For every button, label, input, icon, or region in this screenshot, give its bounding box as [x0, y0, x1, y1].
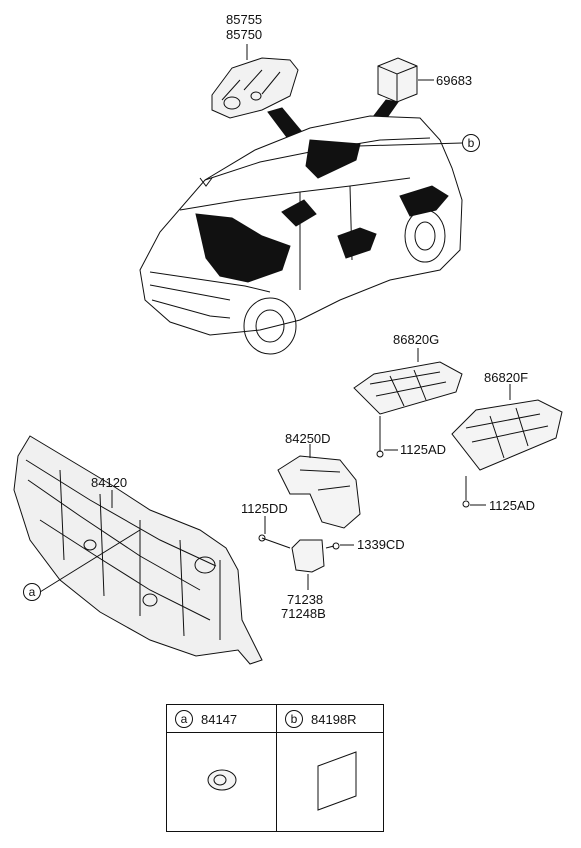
label-86820F: 86820F: [484, 370, 529, 385]
fastener-84147-shape: [207, 769, 237, 791]
label-71248B: 71248B: [281, 606, 326, 621]
label-1125DD: 1125DD: [241, 501, 288, 516]
label-1339CD: 1339CD: [357, 537, 405, 552]
legend-part-84198R: 84198R: [311, 712, 357, 727]
label-86820G: 86820G: [393, 332, 440, 347]
legend-table: a 84147 b 84198R: [166, 704, 384, 832]
legend-column-a: a 84147: [167, 705, 277, 831]
pad-84198R-shape: [317, 751, 357, 811]
label-71238: 71238: [287, 592, 324, 607]
vehicle-outline: [139, 115, 463, 355]
callout-b: b: [462, 134, 480, 152]
legend-header-a: a 84147: [167, 705, 276, 733]
pad-84250D-shape: [277, 455, 361, 529]
insulator-85755-shape: [211, 57, 299, 119]
label-84250D: 84250D: [285, 431, 331, 446]
label-69683: 69683: [436, 73, 473, 88]
legend-header-b: b 84198R: [277, 705, 383, 733]
legend-part-84147: 84147: [201, 712, 238, 727]
label-1125AD-lower: 1125AD: [489, 498, 536, 513]
under-cover-86820G-shape: [353, 361, 463, 458]
legend-key-b: b: [285, 710, 303, 728]
dash-panel-84120-shape: [13, 435, 263, 665]
under-cover-86820F-shape: [451, 399, 563, 508]
label-85750: 85750: [226, 27, 263, 42]
legend-column-b: b 84198R: [277, 705, 383, 831]
label-1125AD-upper: 1125AD: [400, 442, 447, 457]
callout-a: a: [23, 583, 41, 601]
bracket-71238-shape: [258, 534, 340, 573]
legend-key-a: a: [175, 710, 193, 728]
pad-69683-shape: [377, 57, 418, 103]
label-85755: 85755: [226, 12, 263, 27]
label-84120: 84120: [91, 475, 128, 490]
